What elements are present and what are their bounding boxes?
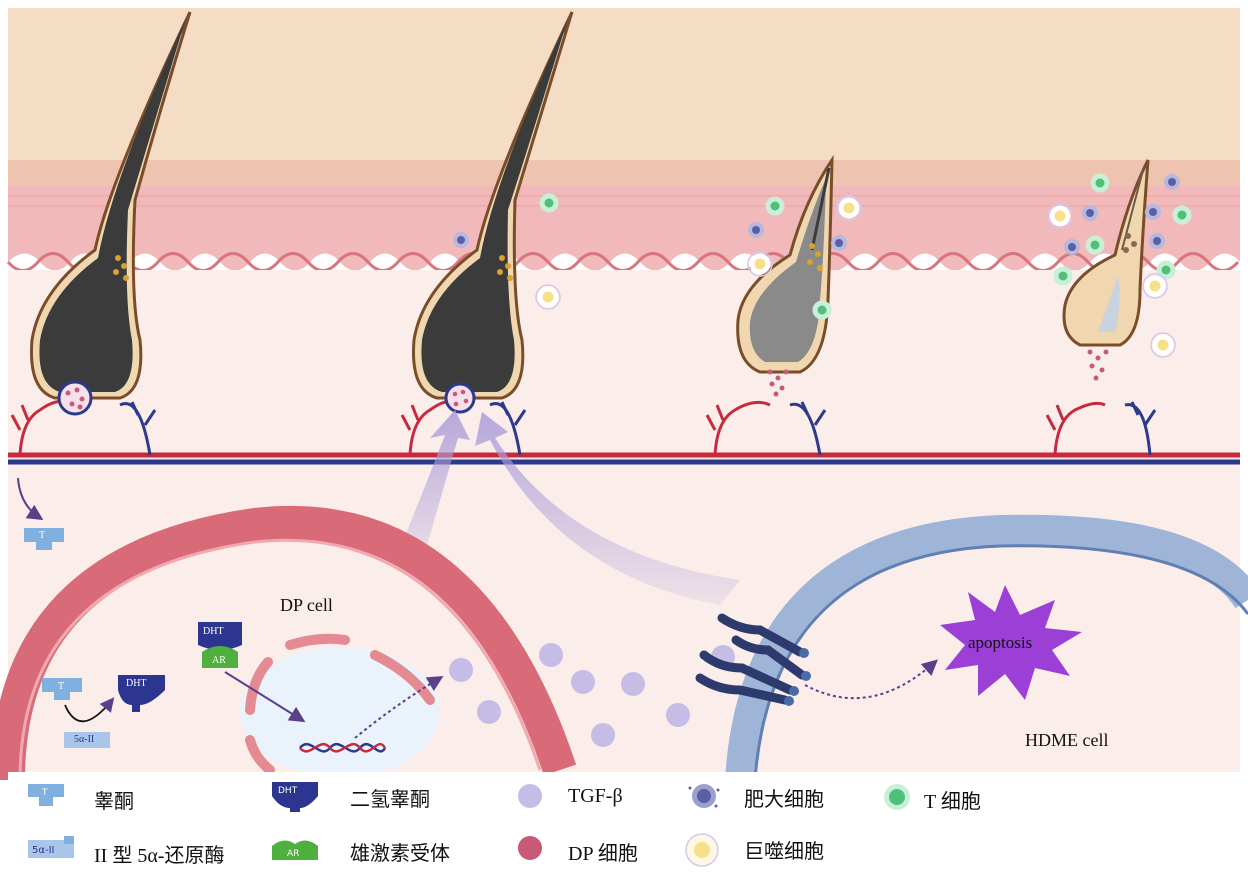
- hair-follicle-4: [1045, 159, 1157, 456]
- immune-cells: [453, 173, 1192, 358]
- tgf-beta-receptors: [695, 613, 807, 705]
- svg-text:DHT: DHT: [278, 786, 298, 796]
- macrophage: [537, 197, 1174, 356]
- dp-cell: [0, 505, 577, 781]
- svg-text:AR: AR: [287, 849, 299, 859]
- apoptosis-label: apoptosis: [968, 633, 1033, 652]
- testosterone-icon: T: [28, 784, 64, 806]
- dht-icon: DHT: [272, 782, 318, 812]
- legend-label: T 细胞: [924, 791, 981, 813]
- mast-cell-icon: [688, 784, 720, 808]
- testosterone-release-arrow: [17, 477, 44, 521]
- hdme-cell-label: HDME cell: [1025, 730, 1109, 750]
- legend-label: 雄激素受体: [350, 843, 450, 865]
- epidermis-layer: [8, 8, 1240, 168]
- legend-label: 睾酮: [94, 791, 134, 813]
- dht-tag: DHT: [126, 678, 147, 689]
- epidermis-boundary: [8, 160, 1240, 186]
- legend-label: 肥大细胞: [744, 789, 824, 811]
- reductase-tag: 5α-II: [74, 734, 95, 745]
- legend-panel: T 睾酮 DHT 二氢睾酮 TGF-β 肥大细胞 T 细胞 5α-II II 型…: [8, 772, 1240, 884]
- svg-text:5α-II: 5α-II: [32, 845, 54, 856]
- hair-follicle-3: [705, 154, 834, 456]
- tgf-beta-icon: [518, 784, 542, 808]
- hdme-signal-arrow: [475, 412, 740, 605]
- hair-follicle-1: [10, 11, 192, 456]
- dp-cell-icon: [518, 836, 542, 860]
- ar-to-dna-arrow: [224, 671, 306, 723]
- t-cell-icon: [884, 784, 910, 810]
- legend-label: 二氢睾酮: [350, 789, 430, 811]
- legend-label: II 型 5α-还原酶: [94, 845, 225, 867]
- legend-label: TGF-β: [568, 785, 623, 807]
- receptor-to-apoptosis-arrow: [804, 659, 938, 700]
- androgen-receptor-icon: AR: [272, 840, 318, 860]
- blood-vessels: [8, 452, 1240, 465]
- dna-helix: [299, 742, 387, 753]
- ar-tag: AR: [212, 655, 226, 666]
- svg-text:T: T: [41, 788, 48, 798]
- t-cell: [539, 173, 1192, 320]
- conversion-arrow: [64, 697, 115, 723]
- hair-follicle-2: [400, 11, 574, 456]
- testosterone-in-blood: [24, 528, 64, 550]
- dp-cell-label: DP cell: [280, 595, 333, 615]
- dp-nucleus: [240, 647, 440, 777]
- testosterone-conversion: [42, 675, 165, 748]
- dermis-band: [8, 186, 1240, 271]
- reductase-icon: 5α-II: [28, 836, 74, 858]
- mast-cell: [453, 174, 1180, 255]
- macrophage-icon: [685, 833, 719, 867]
- dht-ar-complex: [198, 622, 242, 668]
- testosterone-tag: T: [58, 681, 65, 692]
- tgf-beta-particles: [449, 643, 735, 747]
- hdme-cell: [725, 514, 1248, 781]
- testosterone-tag-blood: T: [39, 530, 46, 541]
- legend-label: 巨噬细胞: [744, 841, 824, 863]
- dp-signal-arrow: [395, 410, 470, 570]
- apoptosis-burst: [940, 585, 1082, 700]
- legend-label: DP 细胞: [568, 843, 638, 865]
- dht-tag-complex: DHT: [203, 626, 224, 637]
